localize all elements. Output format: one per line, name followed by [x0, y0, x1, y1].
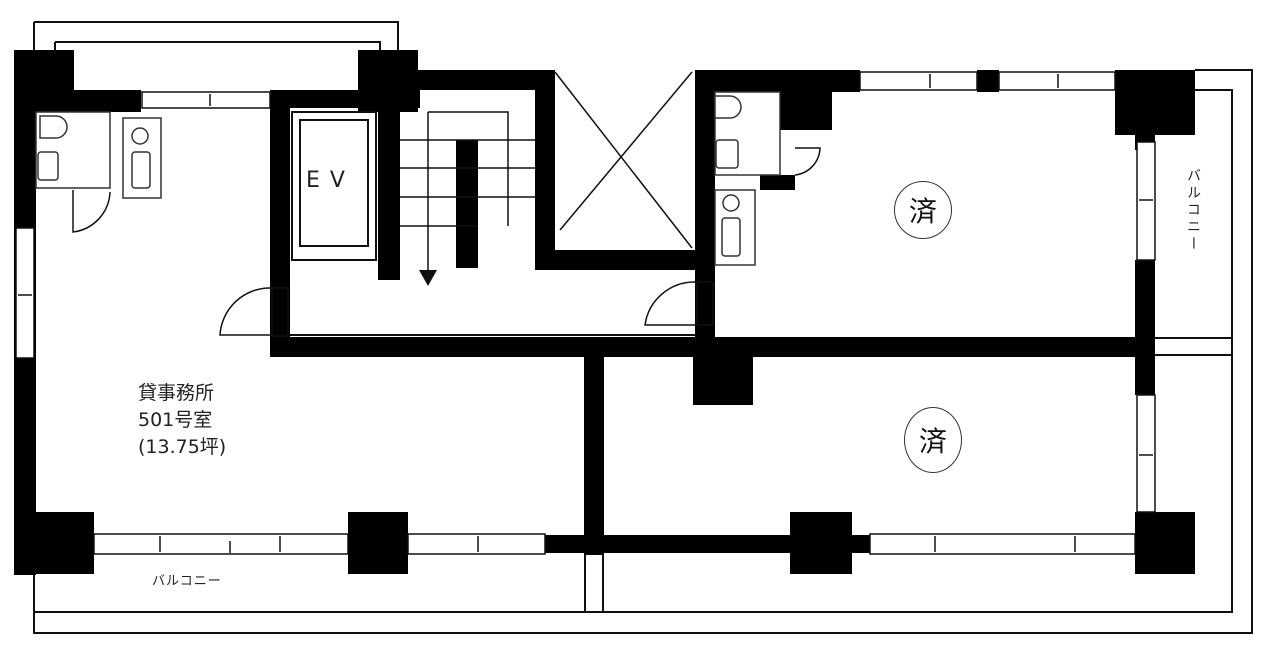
- unit-area: (13.75坪): [138, 436, 227, 458]
- contracted-badge: 済: [918, 425, 947, 458]
- unit-room-number: 501号室: [138, 409, 213, 431]
- stair-arrow-icon: [419, 270, 437, 286]
- contracted-mark-lower-right: 済: [904, 407, 962, 473]
- unit-type: 貸事務所: [138, 382, 215, 404]
- unit-501-label: 貸事務所 501号室 (13.75坪): [138, 380, 226, 461]
- contracted-badge: 済: [908, 195, 937, 228]
- balcony-label-bottom: バルコニー: [152, 574, 222, 589]
- wc-fixtures: [35, 91, 781, 266]
- contracted-mark-upper-right: 済: [894, 181, 952, 239]
- staircase: [400, 111, 535, 270]
- elevator-label: EV: [306, 168, 355, 193]
- walls: [14, 50, 1195, 575]
- balcony-label-right: バルコニー: [1185, 168, 1201, 253]
- elevator: [291, 111, 377, 261]
